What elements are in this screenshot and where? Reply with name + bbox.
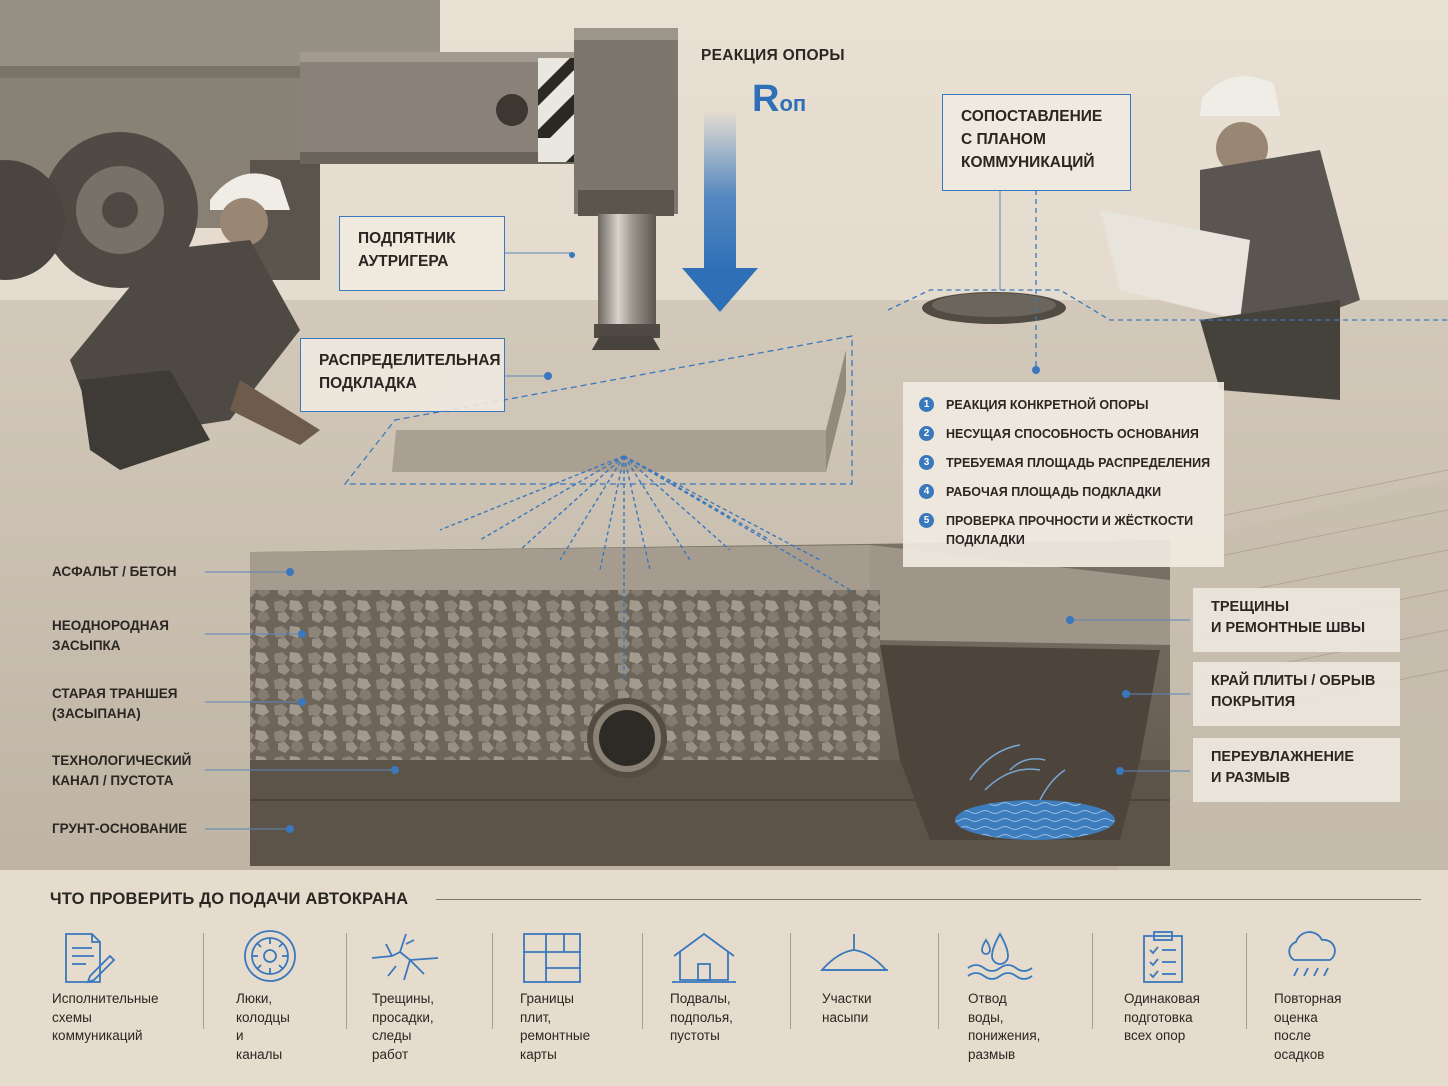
divider [346,933,347,1029]
step-number: 3 [919,455,934,470]
step-item: 5 ПРОВЕРКА ПРОЧНОСТИ И ЖЁСТКОСТИ ПОДКЛАД… [919,512,1212,550]
step-number: 1 [919,397,934,412]
checklist-title: ЧТО ПРОВЕРИТЬ ДО ПОДАЧИ АВТОКРАНА [50,890,409,908]
clipboard-icon [1143,931,1183,983]
reaction-symbol-sub: оп [779,91,807,116]
step-text: НЕСУЩАЯ СПОСОБНОСТЬ ОСНОВАНИЯ [946,427,1199,441]
step-item: 4 РАБОЧАЯ ПЛОЩАДЬ ПОДКЛАДКИ [919,483,1212,502]
step-number: 5 [919,513,934,528]
step-text: РЕАКЦИЯ КОНКРЕТНОЙ ОПОРЫ [946,398,1149,412]
callout-distribution-pad: РАСПРЕДЕЛИТЕЛЬНАЯ ПОДКЛАДКА [300,338,505,412]
divider [938,933,939,1029]
step-number: 4 [919,484,934,499]
step-item: 3 ТРЕБУЕМАЯ ПЛОЩАДЬ РАСПРЕДЕЛЕНИЯ [919,454,1212,473]
manhole-icon [244,930,296,982]
reaction-symbol: Rоп [752,78,806,121]
water-drop-icon [967,932,1033,980]
distribution-slab [392,350,846,472]
embankment-icon [820,934,889,971]
house-icon [672,932,736,983]
checklist-divider [436,899,1421,900]
checklist-item-label: Трещины, просадки, следы работ [372,991,435,1062]
callout-utility-plan: СОПОСТАВЛЕНИЕ С ПЛАНОМ КОММУНИКАЦИЙ [942,94,1131,191]
checklist-item-label: Границы плит, ремонтные карты [520,991,591,1062]
outrigger-beam [300,28,678,216]
divider [1246,933,1247,1029]
layer-label-void: ТЕХНОЛОГИЧЕСКИЙ КАНАЛ / ПУСТОТА [52,753,192,788]
truck-illustration [0,0,450,288]
checklist-item-label: Люки, колодцы и каналы [236,991,290,1062]
rain-cloud-icon [1288,931,1336,977]
step-text: ТРЕБУЕМАЯ ПЛОЩАДЬ РАСПРЕДЕЛЕНИЯ [946,456,1211,470]
worker-left [70,173,320,470]
slab-grid-icon [523,933,581,983]
step-item: 1 РЕАКЦИЯ КОНКРЕТНОЙ ОПОРЫ [919,396,1212,415]
step-item: 2 НЕСУЩАЯ СПОСОБНОСТЬ ОСНОВАНИЯ [919,425,1212,444]
layer-label-asphalt: АСФАЛЬТ / БЕТОН [52,564,177,579]
checklist-item-label: Одинаковая подготовка всех опор [1124,991,1200,1043]
crack-icon [371,933,439,981]
hazard-label-slab-edge: КРАЙ ПЛИТЫ / ОБРЫВ ПОКРЫТИЯ [1193,662,1400,726]
checklist-item-label: Повторная оценка после осадков [1274,991,1342,1062]
divider [1092,933,1093,1029]
divider [642,933,643,1029]
divider [790,933,791,1029]
worker-right [1100,76,1360,400]
step-text: ПРОВЕРКА ПРОЧНОСТИ И ЖЁСТКОСТИ ПОДКЛАДКИ [946,514,1194,547]
document-icon [65,933,116,984]
calculation-steps-panel: 1 РЕАКЦИЯ КОНКРЕТНОЙ ОПОРЫ 2 НЕСУЩАЯ СПО… [903,382,1224,567]
callout-outrigger-pad: ПОДПЯТНИК АУТРИГЕРА [339,216,505,291]
checklist-item-label: Участки насыпи [822,991,872,1025]
hazard-label-waterlogging: ПЕРЕУВЛАЖНЕНИЕ И РАЗМЫВ [1193,738,1400,802]
reaction-title: РЕАКЦИЯ ОПОРЫ [701,47,845,64]
hazard-label-cracks: ТРЕЩИНЫ И РЕМОНТНЫЕ ШВЫ [1193,588,1400,652]
soil-cross-section [250,540,1170,866]
reaction-symbol-main: R [752,78,780,120]
step-text: РАБОЧАЯ ПЛОЩАДЬ ПОДКЛАДКИ [946,485,1162,499]
layer-label-old-trench: СТАРАЯ ТРАНШЕЯ (ЗАСЫПАНА) [52,686,178,721]
divider [492,933,493,1029]
layer-label-subgrade: ГРУНТ-ОСНОВАНИЕ [52,821,188,836]
layer-label-fill: НЕОДНОРОДНАЯ ЗАСЫПКА [52,618,169,653]
scene-illustration [0,0,1448,870]
divider [203,933,204,1029]
checklist-item-label: Отвод воды, понижения, размыв [968,991,1041,1062]
step-number: 2 [919,426,934,441]
checklist-item-label: Подвалы, подполья, пустоты [670,991,733,1043]
checklist-item-label: Исполнительные схемы коммуникаций [52,991,159,1043]
